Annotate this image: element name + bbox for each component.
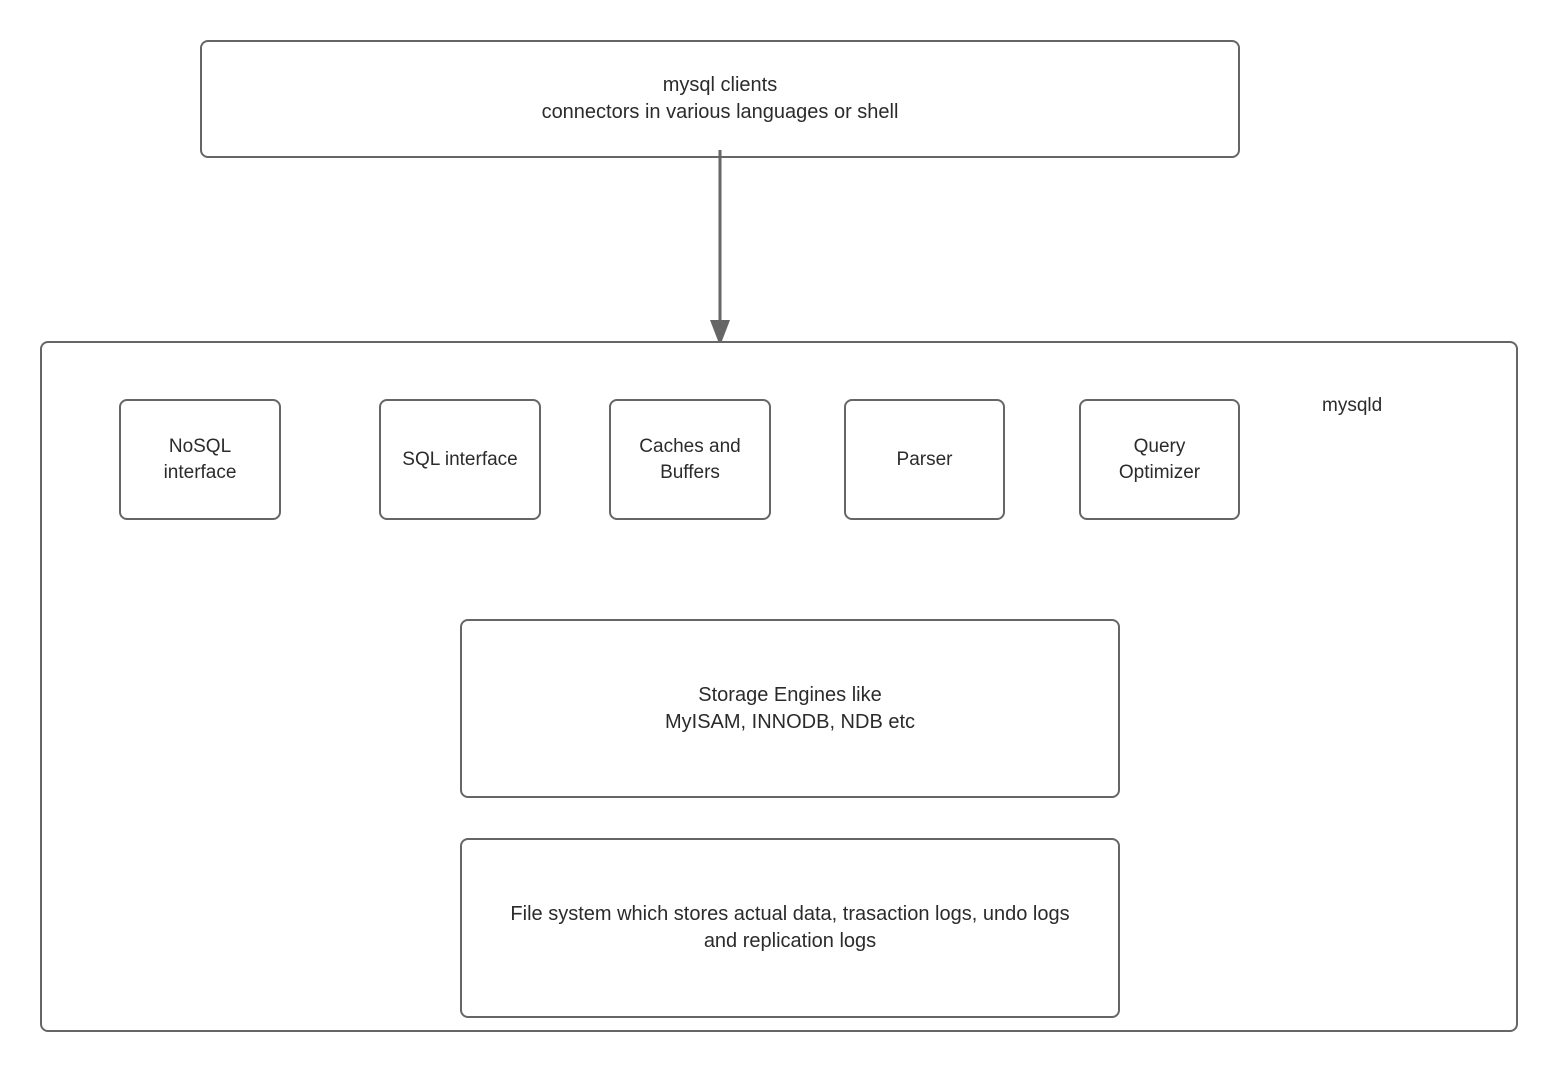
node-file-system[interactable]: File system which stores actual data, tr…: [460, 838, 1120, 1018]
arrow-head: [710, 320, 730, 346]
node-caches-and-buffers[interactable]: Caches and Buffers: [609, 399, 771, 520]
node-mysql-clients-label: mysql clients connectors in various lang…: [541, 74, 899, 123]
mysqld-caption-label: mysqld: [1322, 395, 1383, 416]
node-mysql-clients[interactable]: mysql clients connectors in various lang…: [200, 40, 1240, 158]
node-file-system-label: File system which stores actual data, tr…: [510, 903, 1070, 952]
node-sql-interface[interactable]: SQL interface: [379, 399, 541, 520]
node-parser-label: Parser: [896, 448, 953, 470]
node-sql-interface-label: SQL interface: [402, 448, 518, 470]
node-nosql-interface-label: NoSQL interface: [163, 435, 237, 483]
node-query-optimizer-label: Query Optimizer: [1118, 435, 1201, 483]
node-storage-engines-label: Storage Engines like MyISAM, INNODB, NDB…: [664, 683, 916, 733]
node-caches-and-buffers-label: Caches and Buffers: [639, 435, 741, 483]
clients-to-mysqld-arrow-icon: [710, 150, 730, 346]
node-query-optimizer[interactable]: Query Optimizer: [1079, 399, 1240, 520]
node-nosql-interface[interactable]: NoSQL interface: [119, 399, 281, 520]
node-parser[interactable]: Parser: [844, 399, 1005, 520]
node-storage-engines[interactable]: Storage Engines like MyISAM, INNODB, NDB…: [460, 619, 1120, 798]
